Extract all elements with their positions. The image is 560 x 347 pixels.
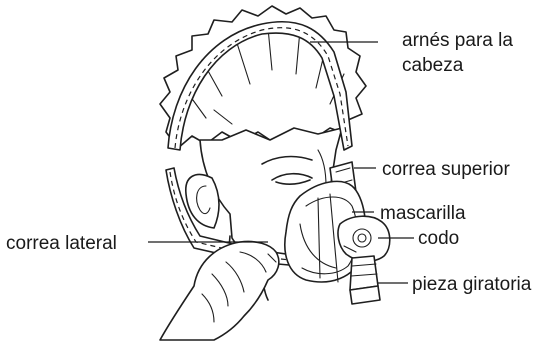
hand-outline <box>160 241 279 340</box>
hand <box>160 241 279 340</box>
label-headgear-line1: arnés para la <box>402 30 513 51</box>
label-top-strap: correa superior <box>382 159 510 180</box>
full-face-mask <box>285 181 390 304</box>
label-elbow: codo <box>418 228 459 249</box>
label-mask: mascarilla <box>380 203 466 224</box>
swivel <box>350 256 378 290</box>
label-headgear-line2: cabeza <box>402 55 464 76</box>
swivel-tube <box>350 286 380 304</box>
label-side-strap: correa lateral <box>6 233 117 254</box>
label-swivel: pieza giratoria <box>412 274 532 295</box>
